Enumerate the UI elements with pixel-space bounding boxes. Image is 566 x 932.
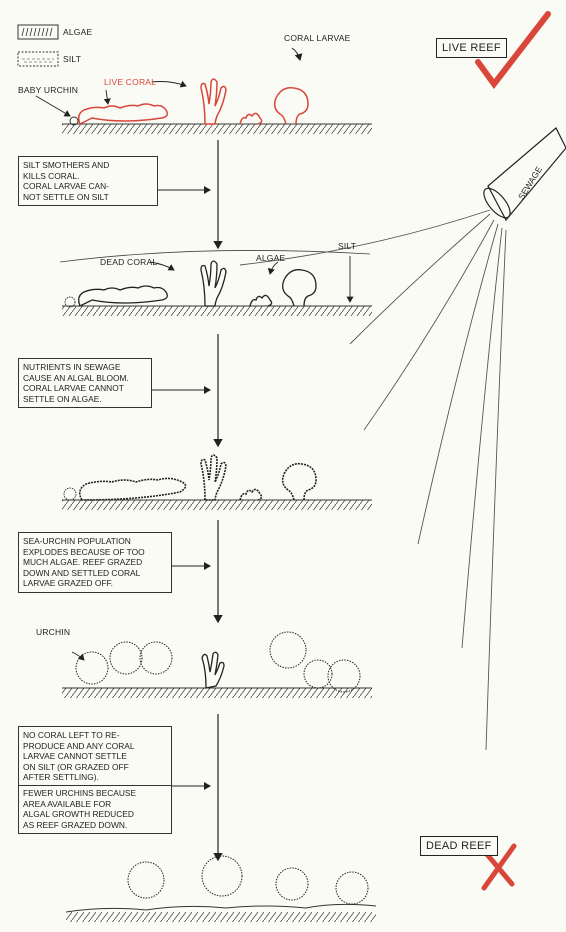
label-urchin: URCHIN [36,628,70,637]
label-coral-larvae: CORAL LARVAE [284,34,351,43]
step-box-4: NO CORAL LEFT TO RE- PRODUCE AND ANY COR… [18,726,172,834]
live-coral-mushroom [275,88,308,124]
legend-algae-label: ALGAE [63,28,92,37]
coral-larvae-arrow [292,48,300,60]
reef-stage-3-algae [62,455,372,510]
legend-silt-swatch [18,52,58,66]
label-dead-coral: DEAD CORAL [100,258,157,267]
sewage-spray [240,210,506,750]
reef-stage-1-live [36,79,372,134]
step-box-1: SILT SMOTHERS AND KILLS CORAL. CORAL LAR… [18,156,158,206]
live-coral-branching [201,79,226,124]
label-live-coral: LIVE CORAL [104,78,156,87]
label-silt: SILT [338,242,356,251]
live-coral-flat [79,104,168,124]
dead-reef-sign: DEAD REEF [420,836,498,856]
step-box-2: NUTRIENTS IN SEWAGE CAUSE AN ALGAL BLOOM… [18,358,152,408]
step-box-3: SEA-URCHIN POPULATION EXPLODES BECAUSE O… [18,532,172,593]
live-coral-small [240,113,262,124]
sewage-pipe [479,128,566,222]
reef-stage-4-urchins [62,632,372,698]
step-box-4-secondary: FEWER URCHINS BECAUSE AREA AVAILABLE FOR… [19,785,171,833]
label-algae: ALGAE [256,254,285,263]
live-reef-sign: LIVE REEF [436,38,507,58]
legend-algae-swatch [18,25,58,39]
label-baby-urchin: BABY URCHIN [18,86,78,95]
legend-silt-label: SILT [63,55,81,64]
reef-stage-5-dead [66,856,376,922]
